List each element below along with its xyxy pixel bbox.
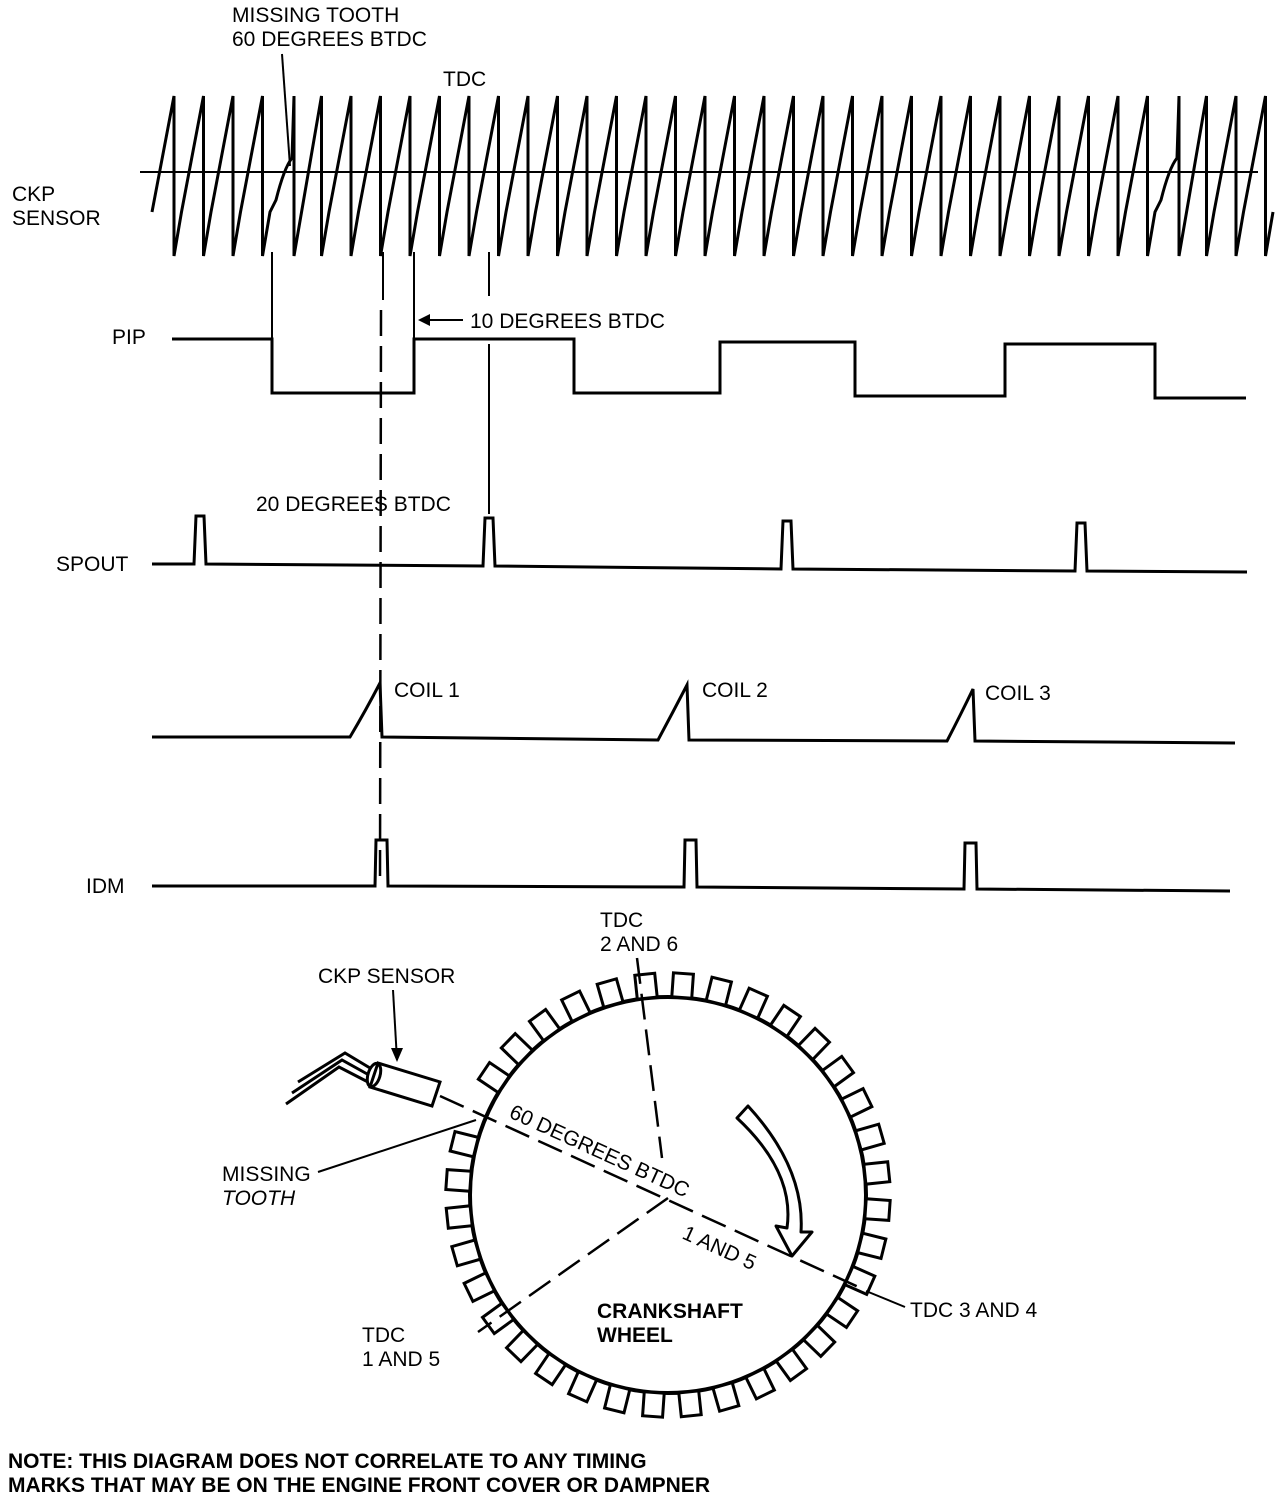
wheel-tooth: [448, 1129, 481, 1159]
ckp-label-line2: SENSOR: [12, 207, 101, 230]
note-line-1: NOTE: THIS DIAGRAM DOES NOT CORRELATE TO…: [8, 1450, 647, 1473]
note-line-2: MARKS THAT MAY BE ON THE ENGINE FRONT CO…: [8, 1474, 710, 1497]
missing-tooth-label-1: MISSING: [222, 1163, 311, 1186]
spout-label: SPOUT: [56, 553, 129, 576]
wheel-tooth: [855, 1231, 888, 1261]
wheel-tooth: [444, 1167, 473, 1193]
wheel-tooth: [677, 1389, 703, 1419]
wheel-rim: [468, 995, 868, 1395]
pip-trace: [172, 337, 1246, 400]
wheel-tooth: [504, 1328, 540, 1364]
tdc-2-6-label-2: 2 AND 6: [600, 933, 678, 956]
missing-tooth-top-label-1: MISSING TOOTH: [232, 4, 399, 27]
wheel-tooth: [820, 1054, 856, 1089]
ckp-waveform: [140, 95, 1275, 257]
wheel-tooth: [737, 986, 770, 1021]
wheel-tooth: [533, 1351, 568, 1387]
coil-trace: [152, 677, 1236, 745]
missing-tooth-label-2: TOOTH: [222, 1187, 296, 1210]
crankshaft-label-1: CRANKSHAFT: [597, 1300, 743, 1323]
rotation-arrow-icon: [735, 1104, 814, 1258]
tdc-label: TDC: [443, 68, 486, 91]
one-and-five-line-label: 1 AND 5: [679, 1222, 760, 1275]
line-tdc-2-6: [635, 957, 664, 1159]
wheel-tooth: [743, 1366, 777, 1401]
wheel-tooth: [499, 1031, 535, 1067]
wheel-tooth: [824, 1295, 860, 1330]
tdc-3-4-leader: [865, 1290, 906, 1308]
wheel-tooth: [768, 1003, 803, 1039]
spout-trace: [152, 514, 1248, 574]
missing-tooth-top-label-2: 60 DEGREES BTDC: [232, 28, 427, 51]
tdc-2-6-label-1: TDC: [600, 909, 643, 932]
tdc-1-5-label-2: 1 AND 5: [362, 1348, 440, 1371]
ckp-sensor-body: [285, 1051, 442, 1108]
coil-2-label: COIL 2: [702, 679, 768, 702]
marker-coil1-dashed: [378, 309, 383, 881]
wheel-tooth: [839, 1086, 874, 1120]
wheel-tooth: [480, 1301, 516, 1336]
coil-1-label: COIL 1: [394, 679, 460, 702]
missing-tooth-top-leader: [281, 53, 291, 167]
pip-label: PIP: [112, 326, 146, 349]
wheel-tooth: [842, 1264, 877, 1297]
ckp-sensor-arrowhead: [391, 1048, 403, 1062]
line-tdc-1-5: [477, 1196, 669, 1334]
tdc-1-5-label-1: TDC: [362, 1324, 405, 1347]
wheel-tooth: [853, 1122, 887, 1152]
wheel-tooth: [566, 1369, 599, 1404]
wheel-teeth: [444, 971, 892, 1419]
wheel-tooth: [462, 1270, 497, 1304]
coil-3-label: COIL 3: [985, 682, 1051, 705]
crankshaft-wheel: [444, 971, 892, 1419]
ten-btdc-arrowhead: [418, 314, 430, 326]
wheel-tooth: [796, 1026, 832, 1062]
idm-label: IDM: [86, 875, 125, 898]
twenty-btdc-label: 20 DEGREES BTDC: [256, 493, 451, 516]
wheel-tooth: [862, 1160, 892, 1186]
line-60-btdc: [439, 1094, 866, 1292]
sixty-btdc-label: 60 DEGREES BTDC: [506, 1101, 693, 1203]
wheel-tooth: [640, 1390, 666, 1419]
wheel-tooth: [602, 1382, 632, 1415]
wheel-tooth: [527, 1007, 562, 1043]
wheel-tooth: [449, 1238, 483, 1268]
ten-btdc-label: 10 DEGREES BTDC: [470, 310, 665, 333]
missing-tooth-leader: [317, 1119, 477, 1173]
wheel-tooth: [704, 975, 734, 1008]
wheel-tooth: [801, 1323, 837, 1359]
tdc-3-4-label: TDC 3 AND 4: [910, 1299, 1038, 1322]
wheel-tooth: [595, 976, 625, 1010]
wheel-tooth: [476, 1060, 512, 1095]
wheel-tooth: [444, 1204, 474, 1230]
ckp-wave-trace: [150, 95, 1275, 257]
wheel-tooth: [863, 1197, 892, 1223]
crankshaft-label-2: WHEEL: [597, 1324, 673, 1347]
ckp-label-line1: CKP: [12, 183, 55, 206]
idm-trace: [152, 838, 1231, 893]
wheel-tooth: [559, 989, 593, 1024]
wheel-tooth: [774, 1347, 809, 1383]
wheel-tooth: [711, 1380, 741, 1414]
wheel-tooth: [670, 971, 696, 1000]
ckp-sensor-label: CKP SENSOR: [318, 965, 455, 988]
